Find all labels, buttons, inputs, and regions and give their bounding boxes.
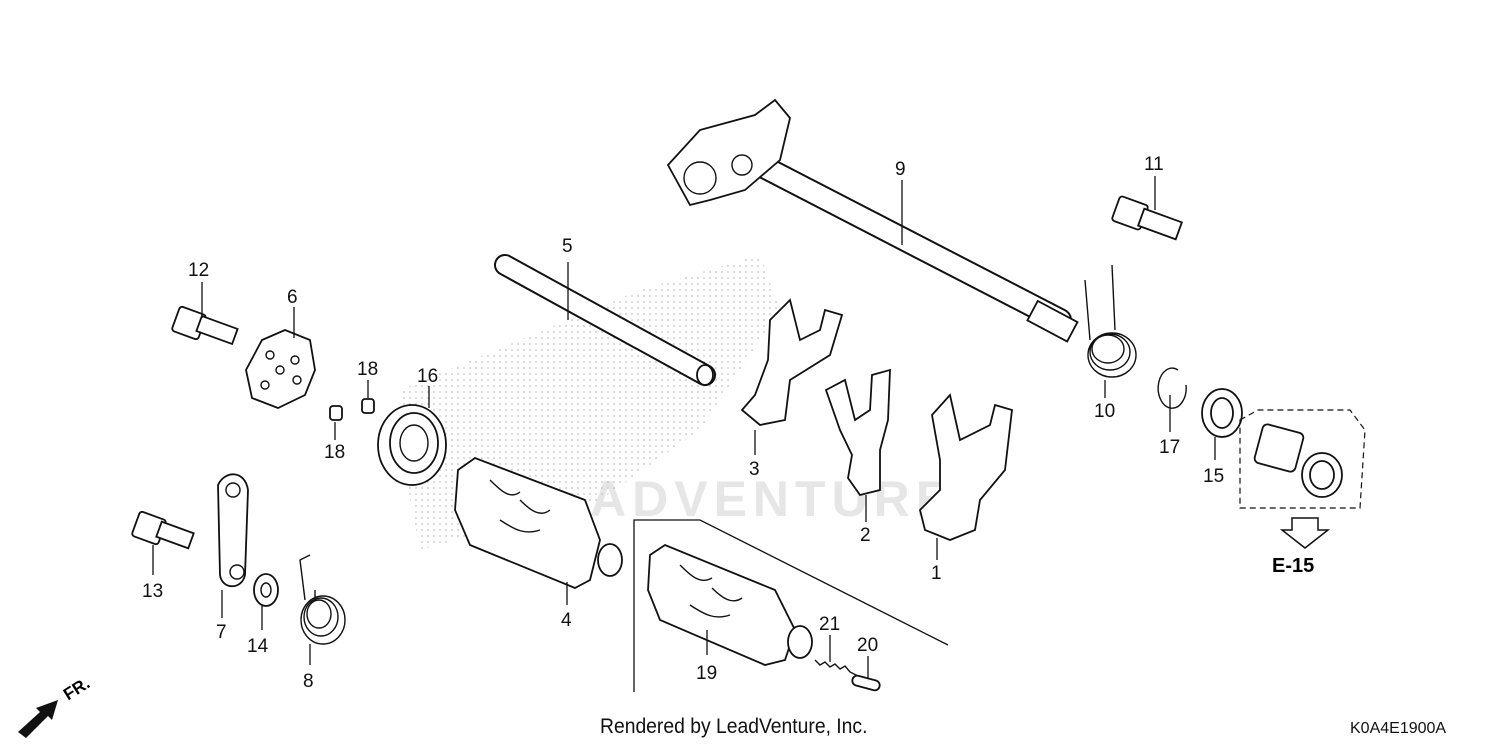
- part-16-bearing[interactable]: [377, 404, 447, 486]
- callout-13[interactable]: 13: [142, 581, 163, 602]
- part-14-washer[interactable]: [253, 573, 279, 607]
- callout-6[interactable]: 6: [287, 287, 298, 308]
- credit-text: Rendered by LeadVenture, Inc.: [600, 715, 868, 738]
- diagram-code: K0A4E1900A: [1350, 720, 1447, 737]
- callout-8[interactable]: 8: [303, 671, 314, 692]
- variant-frame: [633, 519, 949, 692]
- part-12-bolt[interactable]: [171, 305, 239, 346]
- callout-11[interactable]: 11: [1144, 154, 1164, 175]
- part-19-shift-drum[interactable]: [647, 543, 813, 666]
- leader-lines: [152, 176, 1216, 678]
- callout-20[interactable]: 20: [857, 635, 878, 656]
- callout-18[interactable]: 18: [357, 359, 378, 380]
- part-10-spring[interactable]: [1084, 264, 1137, 378]
- part-11-bolt[interactable]: [1111, 195, 1184, 241]
- part-18-dowel-pin[interactable]: [361, 398, 375, 414]
- part-17-circlip[interactable]: [1157, 367, 1187, 409]
- callout-14[interactable]: 14: [247, 636, 269, 657]
- callout-17[interactable]: 17: [1159, 437, 1180, 458]
- callout-16[interactable]: 16: [417, 366, 438, 387]
- callout-5[interactable]: 5: [562, 236, 573, 257]
- callout-15[interactable]: 15: [1203, 466, 1224, 487]
- part-4-shift-drum[interactable]: [454, 456, 623, 589]
- part-15-washer[interactable]: [1201, 388, 1243, 438]
- reference-e15[interactable]: E-15: [1272, 555, 1315, 577]
- callout-19[interactable]: 19: [696, 663, 717, 684]
- part-20-pin[interactable]: [851, 674, 881, 692]
- part-7-stopper-arm[interactable]: [217, 473, 249, 588]
- part-13-bolt[interactable]: [131, 510, 195, 550]
- part-9-shift-shaft[interactable]: [666, 98, 1079, 343]
- front-arrow-icon: [18, 700, 58, 738]
- e15-bearing-group[interactable]: [1239, 409, 1366, 509]
- part-1-shift-fork[interactable]: [919, 393, 1013, 541]
- callout-21[interactable]: 21: [819, 614, 840, 635]
- part-21-spring[interactable]: [814, 659, 859, 677]
- part-6-drum-center[interactable]: [245, 329, 316, 409]
- part-18-dowel-pin[interactable]: [329, 405, 343, 421]
- part-8-spring[interactable]: [299, 554, 346, 645]
- callout-18[interactable]: 18: [324, 442, 345, 463]
- part-2-shift-fork[interactable]: [824, 368, 891, 497]
- watermark: ADVENTURE: [590, 471, 956, 527]
- part-5-fork-shaft[interactable]: [494, 254, 716, 386]
- callout-4[interactable]: 4: [561, 610, 572, 631]
- callout-1[interactable]: 1: [931, 563, 942, 584]
- part-3-shift-fork[interactable]: [740, 298, 844, 426]
- callout-7[interactable]: 7: [216, 622, 227, 643]
- e15-arrow: [1279, 517, 1331, 549]
- callout-3[interactable]: 3: [749, 459, 760, 480]
- callout-2[interactable]: 2: [860, 525, 871, 546]
- callout-10[interactable]: 10: [1094, 401, 1115, 422]
- callout-12[interactable]: 12: [188, 260, 209, 281]
- callout-9[interactable]: 9: [895, 159, 906, 180]
